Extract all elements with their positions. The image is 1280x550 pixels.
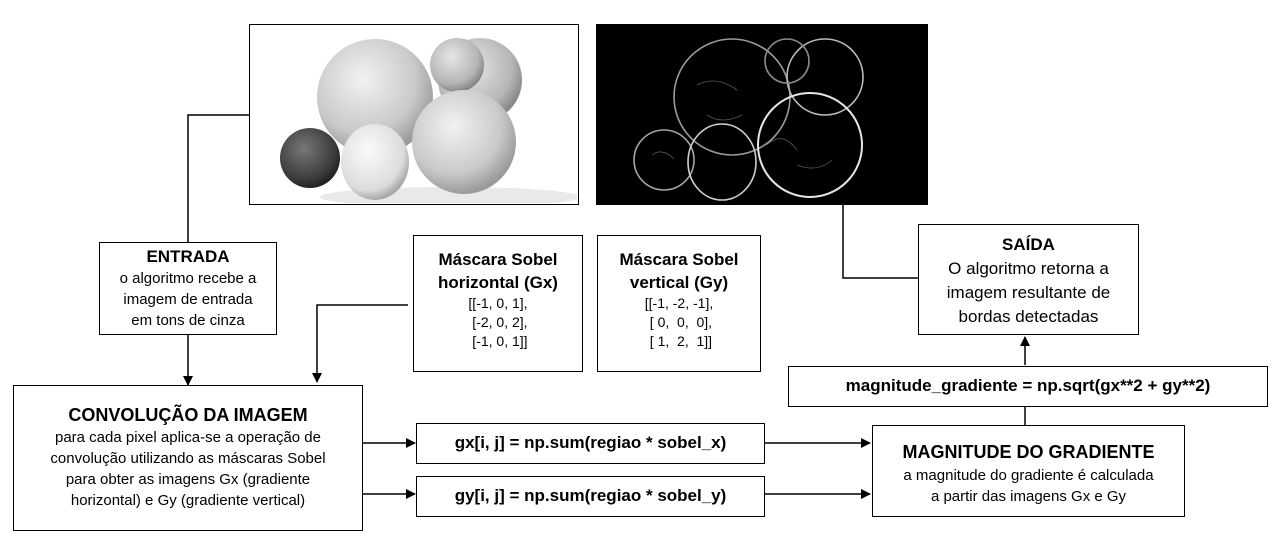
edge-detected-picture <box>597 25 927 204</box>
entrada-line: imagem de entrada <box>123 291 253 308</box>
mask-gy-row: [[-1, -2, -1], <box>644 295 714 311</box>
magnitude-line: a magnitude do gradiente é calculada <box>903 467 1154 484</box>
mask-gx-row: [[-1, 0, 1], <box>468 295 528 311</box>
mask-gx-row: [-1, 0, 1]] <box>468 333 528 349</box>
grayscale-fruits-picture <box>250 25 577 203</box>
entrada-line: em tons de cinza <box>131 312 245 329</box>
arrow-mask-to-convolucao <box>312 304 408 383</box>
magnitude-title: MAGNITUDE DO GRADIENTE <box>902 442 1155 462</box>
magnitude-formula: magnitude_gradiente = np.sqrt(gx**2 + gy… <box>845 376 1211 395</box>
gx-formula-box: gx[i, j] = np.sum(regiao * sobel_x) <box>416 423 765 464</box>
convolucao-line: convolução utilizando as máscaras Sobel <box>50 450 326 467</box>
convolucao-title: CONVOLUÇÃO DA IMAGEM <box>68 405 308 425</box>
mask-gx-title: Máscara Sobel <box>438 250 558 269</box>
mask-gy-title: Máscara Sobel <box>619 250 739 269</box>
saida-box: SAÍDA O algoritmo retorna a imagem resul… <box>918 224 1139 335</box>
magnitude-formula-box: magnitude_gradiente = np.sqrt(gx**2 + gy… <box>788 366 1268 407</box>
magnitude-line: a partir das imagens Gx e Gy <box>930 488 1127 505</box>
connector-saida-to-output-image <box>842 205 918 279</box>
entrada-box: ENTRADA o algoritmo recebe a imagem de e… <box>99 242 277 335</box>
gx-formula: gx[i, j] = np.sum(regiao * sobel_x) <box>454 433 727 452</box>
saida-line: imagem resultante de <box>946 283 1111 302</box>
gy-formula-box: gy[i, j] = np.sum(regiao * sobel_y) <box>416 476 765 517</box>
mask-gy-title: vertical (Gy) <box>629 273 729 292</box>
mask-gx-row: [-2, 0, 2], <box>468 314 528 330</box>
magnitude-box: MAGNITUDE DO GRADIENTE a magnitude do gr… <box>872 425 1185 517</box>
convolucao-line: para cada pixel aplica-se a operação de <box>54 429 321 446</box>
sobel-mask-gx-box: Máscara Sobel horizontal (Gx) [[-1, 0, 1… <box>413 235 583 372</box>
entrada-title: ENTRADA <box>146 247 230 266</box>
sobel-mask-gy-box: Máscara Sobel vertical (Gy) [[-1, -2, -1… <box>597 235 761 372</box>
mask-gx-title: horizontal (Gx) <box>438 273 558 292</box>
entrada-line: o algoritmo recebe a <box>119 270 257 287</box>
saida-line: O algoritmo retorna a <box>948 259 1109 278</box>
convolucao-box: CONVOLUÇÃO DA IMAGEM para cada pixel apl… <box>13 385 363 531</box>
saida-title: SAÍDA <box>1002 235 1055 254</box>
saida-line: bordas detectadas <box>958 307 1099 326</box>
mask-gy-row: [ 0, 0, 0], <box>645 314 713 330</box>
output-image <box>596 24 928 205</box>
connector-image-to-entrada <box>187 114 249 242</box>
mask-gy-row: [ 1, 2, 1]] <box>645 333 713 349</box>
input-image <box>249 24 579 205</box>
convolucao-line: horizontal) e Gy (gradiente vertical) <box>70 492 306 509</box>
gy-formula: gy[i, j] = np.sum(regiao * sobel_y) <box>454 486 727 505</box>
convolucao-line: para obter as imagens Gx (gradiente <box>65 471 311 488</box>
